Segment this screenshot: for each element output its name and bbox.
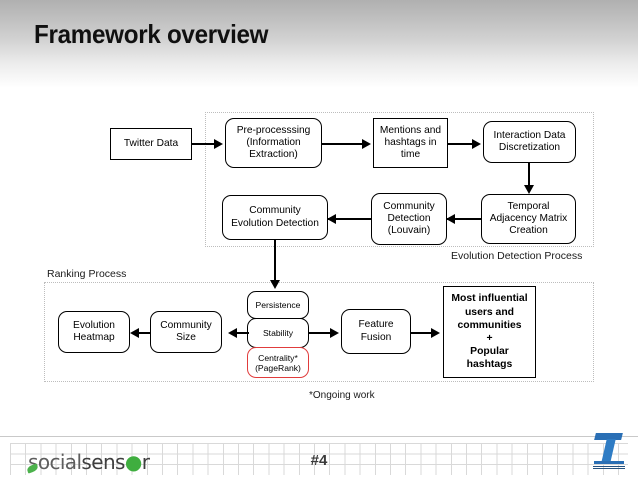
arrow-fusion-to-outcome-head: [431, 328, 440, 338]
node-twitter-data[interactable]: Twitter Data: [110, 128, 192, 160]
footer-grid-pattern: [10, 443, 628, 475]
fp7-logo: [592, 431, 626, 471]
arrow-size-to-heatmap-line: [133, 332, 150, 334]
group-ranking-process-label: Ranking Process: [47, 268, 127, 280]
node-community-evolution-detection[interactable]: Community Evolution Detection: [222, 195, 328, 240]
ongoing-work-note: *Ongoing work: [309, 390, 375, 401]
arrow-size-to-heatmap-head: [130, 328, 139, 338]
framework-diagram: Evolution Detection Process Ranking Proc…: [0, 88, 638, 418]
arrow-fusion-to-outcome-line: [411, 332, 433, 334]
socialsensor-logo-part3: r: [141, 450, 150, 474]
arrow-stability-to-size-line: [231, 332, 249, 334]
node-preprocessing[interactable]: Pre-processsing (Information Extraction): [225, 118, 322, 168]
socialsensor-logo: socialsens●r: [28, 450, 150, 474]
node-interaction-discretization[interactable]: Interaction Data Discretization: [483, 121, 576, 163]
node-feature-fusion[interactable]: Feature Fusion: [341, 309, 411, 354]
node-centrality-pagerank[interactable]: Centrality* (PageRank): [247, 347, 309, 378]
node-evolution-heatmap[interactable]: Evolution Heatmap: [58, 311, 130, 353]
arrow-preprocessing-to-mentions-line: [322, 143, 364, 145]
slide-footer: [0, 430, 638, 479]
arrow-temporal-to-detection-head: [446, 214, 455, 224]
group-evolution-detection-process-label: Evolution Detection Process: [451, 250, 583, 262]
fp7-logo-caption: [593, 466, 625, 470]
arrow-mentions-to-interaction-head: [472, 139, 481, 149]
arrow-interaction-to-temporal-line: [528, 163, 530, 187]
node-persistence[interactable]: Persistence: [247, 291, 309, 319]
arrow-stability-to-fusion-line: [309, 332, 332, 334]
arrow-detection-to-evolution-line: [328, 218, 371, 220]
arrow-temporal-to-detection-line: [447, 218, 481, 220]
socialsensor-logo-part2: sens: [81, 450, 125, 474]
fp7-logo-base: [594, 461, 624, 464]
page-number: #4: [310, 452, 328, 469]
node-mentions-hashtags[interactable]: Mentions and hashtags in time: [373, 118, 448, 168]
socialsensor-logo-green-dot: ●: [124, 450, 142, 474]
node-community-size[interactable]: Community Size: [150, 311, 222, 353]
arrow-preprocessing-to-mentions-head: [362, 139, 371, 149]
group-evolution-detection-process: [205, 112, 594, 247]
node-most-influential-outcome[interactable]: Most influential users and communities +…: [443, 286, 536, 378]
arrow-twitter-to-preprocessing-head: [214, 139, 223, 149]
footer-divider: [0, 436, 638, 437]
arrow-evolution-to-persistence-head: [270, 280, 280, 289]
arrow-evolution-to-persistence-line: [274, 240, 276, 282]
arrow-twitter-to-preprocessing-line: [192, 143, 215, 145]
slide-header-band: [0, 0, 638, 88]
socialsensor-logo-part1: social: [28, 450, 82, 474]
fp7-logo-stem: [601, 439, 616, 463]
arrow-interaction-to-temporal-head: [524, 185, 534, 194]
page-title: Framework overview: [34, 19, 269, 49]
arrow-detection-to-evolution-head: [327, 214, 336, 224]
arrow-stability-to-size-head: [228, 328, 237, 338]
node-temporal-adjacency-matrix[interactable]: Temporal Adjacency Matrix Creation: [481, 194, 576, 244]
arrow-stability-to-fusion-head: [330, 328, 339, 338]
arrow-mentions-to-interaction-line: [448, 143, 474, 145]
node-stability[interactable]: Stability: [247, 318, 309, 348]
group-ranking-process: [44, 282, 594, 382]
node-community-detection[interactable]: Community Detection (Louvain): [371, 193, 447, 245]
